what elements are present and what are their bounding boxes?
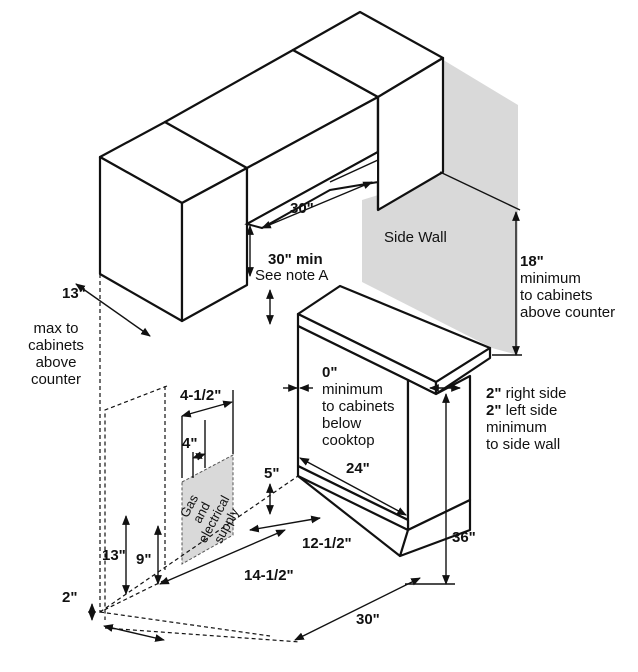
minimum-text: minimum: [486, 419, 547, 436]
dim-12-half: 12-1/2": [302, 535, 352, 552]
dimension-lines: [75, 171, 522, 642]
min0-line2: to cabinets: [322, 398, 395, 415]
max13-line1: max to: [33, 320, 79, 337]
min-18-line3: above counter: [520, 304, 616, 321]
dim-24: 24": [346, 460, 370, 477]
see-note-a: See note A: [255, 267, 329, 284]
dim-30-upper: 30": [290, 200, 314, 217]
left-side-note: 2" left side: [486, 403, 557, 419]
dim-13-low: 13": [102, 547, 126, 564]
min-18-line1: minimum: [520, 270, 581, 287]
dim-36: 36": [452, 529, 476, 546]
side-wall-shading: [362, 58, 518, 355]
right-side-note: 2" right side: [486, 386, 567, 402]
dim-14-half: 14-1/2": [244, 567, 294, 584]
dim-4-half: 4-1/2": [180, 387, 222, 404]
min-18-line2: to cabinets: [520, 287, 593, 304]
min0-line4: cooktop: [322, 432, 375, 449]
max13-line2: cabinets: [28, 337, 84, 354]
left-upper-cabinet: [98, 120, 249, 323]
side-wall-label: Side Wall: [384, 229, 447, 246]
dim-9: 9": [136, 551, 152, 568]
min0-line3: below: [322, 415, 362, 432]
dim-18: 18": [520, 253, 544, 270]
dim-30-bottom: 30": [356, 611, 380, 628]
dashed-outlines: [99, 274, 301, 643]
max13-line4: counter: [30, 371, 82, 388]
to-side-wall-text: to side wall: [486, 436, 561, 453]
dim-5: 5": [264, 465, 280, 482]
dim-2-right: 2": [486, 385, 502, 402]
dim-13-top: 13": [62, 285, 86, 302]
min0-line1: minimum: [322, 381, 383, 398]
dim-4: 4": [182, 435, 198, 452]
dim-2-left: 2": [486, 402, 502, 419]
dim-0: 0": [322, 364, 338, 381]
max13-line3: above: [35, 354, 77, 371]
left-side-text: left side: [501, 402, 558, 419]
right-side-text: right side: [501, 385, 567, 402]
dim-30-min: 30" min: [268, 251, 323, 268]
dim-2-low: 2": [62, 589, 78, 606]
